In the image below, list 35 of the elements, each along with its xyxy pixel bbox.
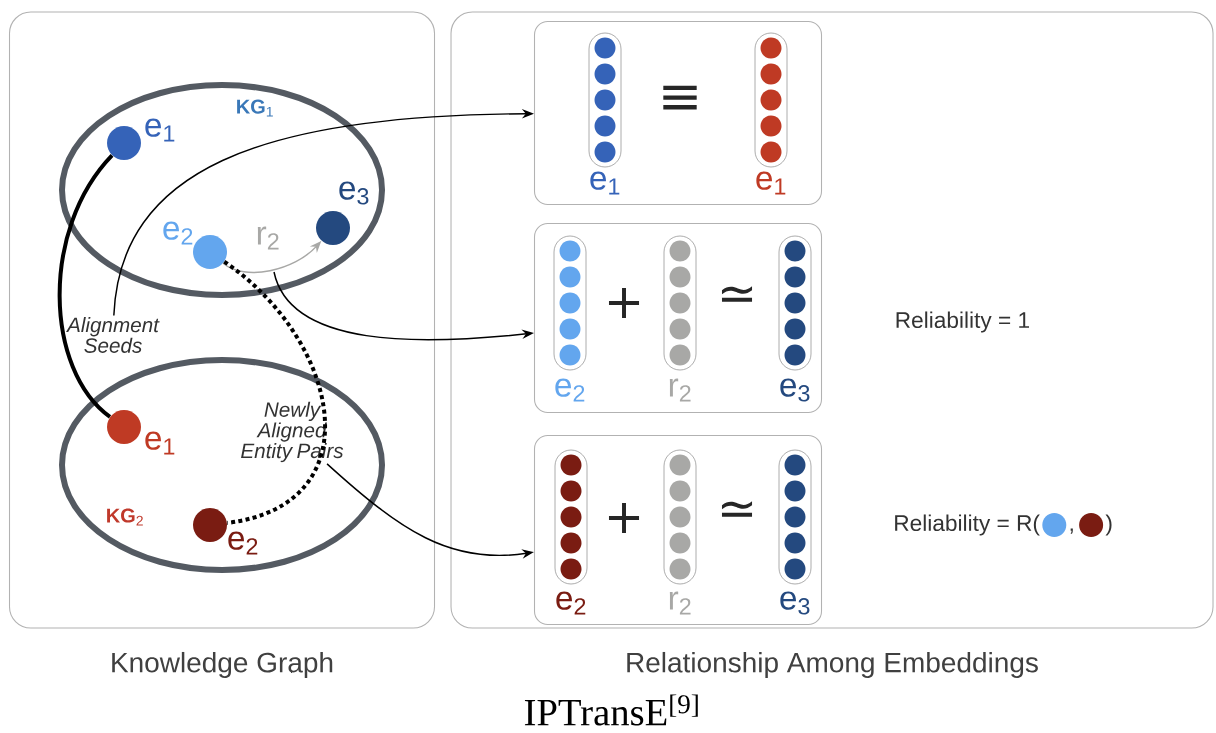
vector-label: e$_{3}$ [780, 378, 810, 402]
graph-label: KG$_{1}$ [237, 99, 273, 117]
entity-label: e$_{3}$ [339, 181, 369, 205]
operator-symbol: + [609, 287, 640, 319]
embedding-box [533, 222, 823, 414]
edge-label: r$_{2}$ [257, 226, 279, 250]
embedding-box [533, 434, 823, 626]
entity-label: e$_{1}$ [145, 431, 175, 455]
vector-label: e$_{2}$ [555, 378, 585, 402]
caption: IPTransE$^{[9]}$ [524, 694, 698, 726]
vector-label: r$_{2}$ [669, 591, 691, 615]
operator-symbol: ≃ [722, 501, 753, 517]
embedding-box [533, 20, 823, 206]
connector-line [57, 154, 114, 419]
graph-label: KG$_{2}$ [107, 508, 143, 526]
entity-label: e$_{1}$ [145, 118, 175, 142]
reliability-text: , [1070, 528, 1073, 534]
panel-title: Knowledge Graph [112, 651, 333, 679]
vector-label: e$_{1}$ [756, 171, 786, 195]
annotation-text: Alignment Seeds [66, 317, 160, 353]
vector-label: e$_{3}$ [780, 591, 810, 615]
operator-symbol: ≡ [663, 85, 697, 110]
operator-symbol: ≃ [722, 286, 753, 302]
panel-title: Relationship Among Embeddings [627, 651, 1038, 679]
reliability-text: ) [1105, 514, 1112, 536]
vector-label: e$_{1}$ [590, 171, 620, 195]
annotation-text: Newly Aligned Entity Pairs [241, 401, 344, 463]
entity-label: e$_{2}$ [228, 531, 258, 555]
reliability-text: Reliability = 1 [896, 311, 1029, 333]
connector-line [223, 260, 327, 525]
vector-label: r$_{2}$ [669, 378, 691, 402]
entity-label: e$_{2}$ [163, 221, 193, 245]
reliability-text: Reliability = R( [895, 514, 1040, 536]
vector-label: e$_{2}$ [556, 591, 586, 615]
operator-symbol: + [609, 502, 640, 534]
